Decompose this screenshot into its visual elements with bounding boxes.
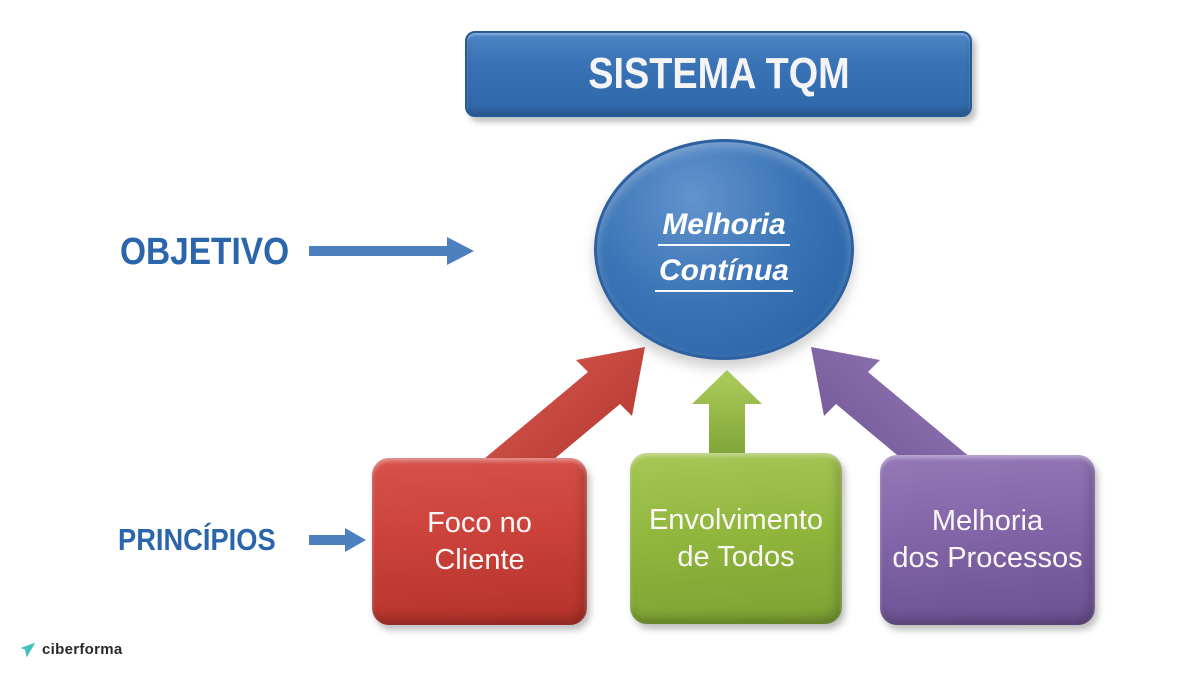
principle-text-line2: dos Processos — [892, 542, 1083, 574]
principios-arrow-icon — [309, 528, 366, 552]
goal-text-line2: Contínua — [655, 254, 793, 292]
green-up-arrow-icon — [692, 370, 762, 472]
page-title: SISTEMA TQM — [587, 49, 850, 98]
logo-text: ciberforma — [42, 641, 123, 658]
ciberforma-logo: ciberforma — [20, 641, 123, 658]
principios-label: PRINCÍPIOS — [118, 522, 276, 557]
goal-text-line1: Melhoria — [658, 208, 790, 246]
principle-box-envolvimento-de-todos: Envolvimento de Todos — [630, 453, 842, 624]
principle-text-line1: Foco no — [427, 506, 532, 539]
objetivo-label: OBJETIVO — [120, 231, 290, 273]
goal-ellipse: Melhoria Contínua — [594, 139, 854, 360]
principle-text-line2: de Todos — [677, 540, 795, 573]
objetivo-arrow-icon — [309, 237, 474, 265]
paper-plane-icon — [20, 642, 36, 657]
principle-text-line1: Envolvimento — [648, 503, 824, 536]
principle-box-foco-no-cliente: Foco no Cliente — [372, 458, 587, 625]
title-banner: SISTEMA TQM — [465, 31, 972, 117]
principle-text-line1: Melhoria — [931, 505, 1044, 537]
principle-box-melhoria-dos-processos: Melhoria dos Processos — [880, 455, 1095, 625]
principle-text-line2: Cliente — [434, 543, 525, 576]
